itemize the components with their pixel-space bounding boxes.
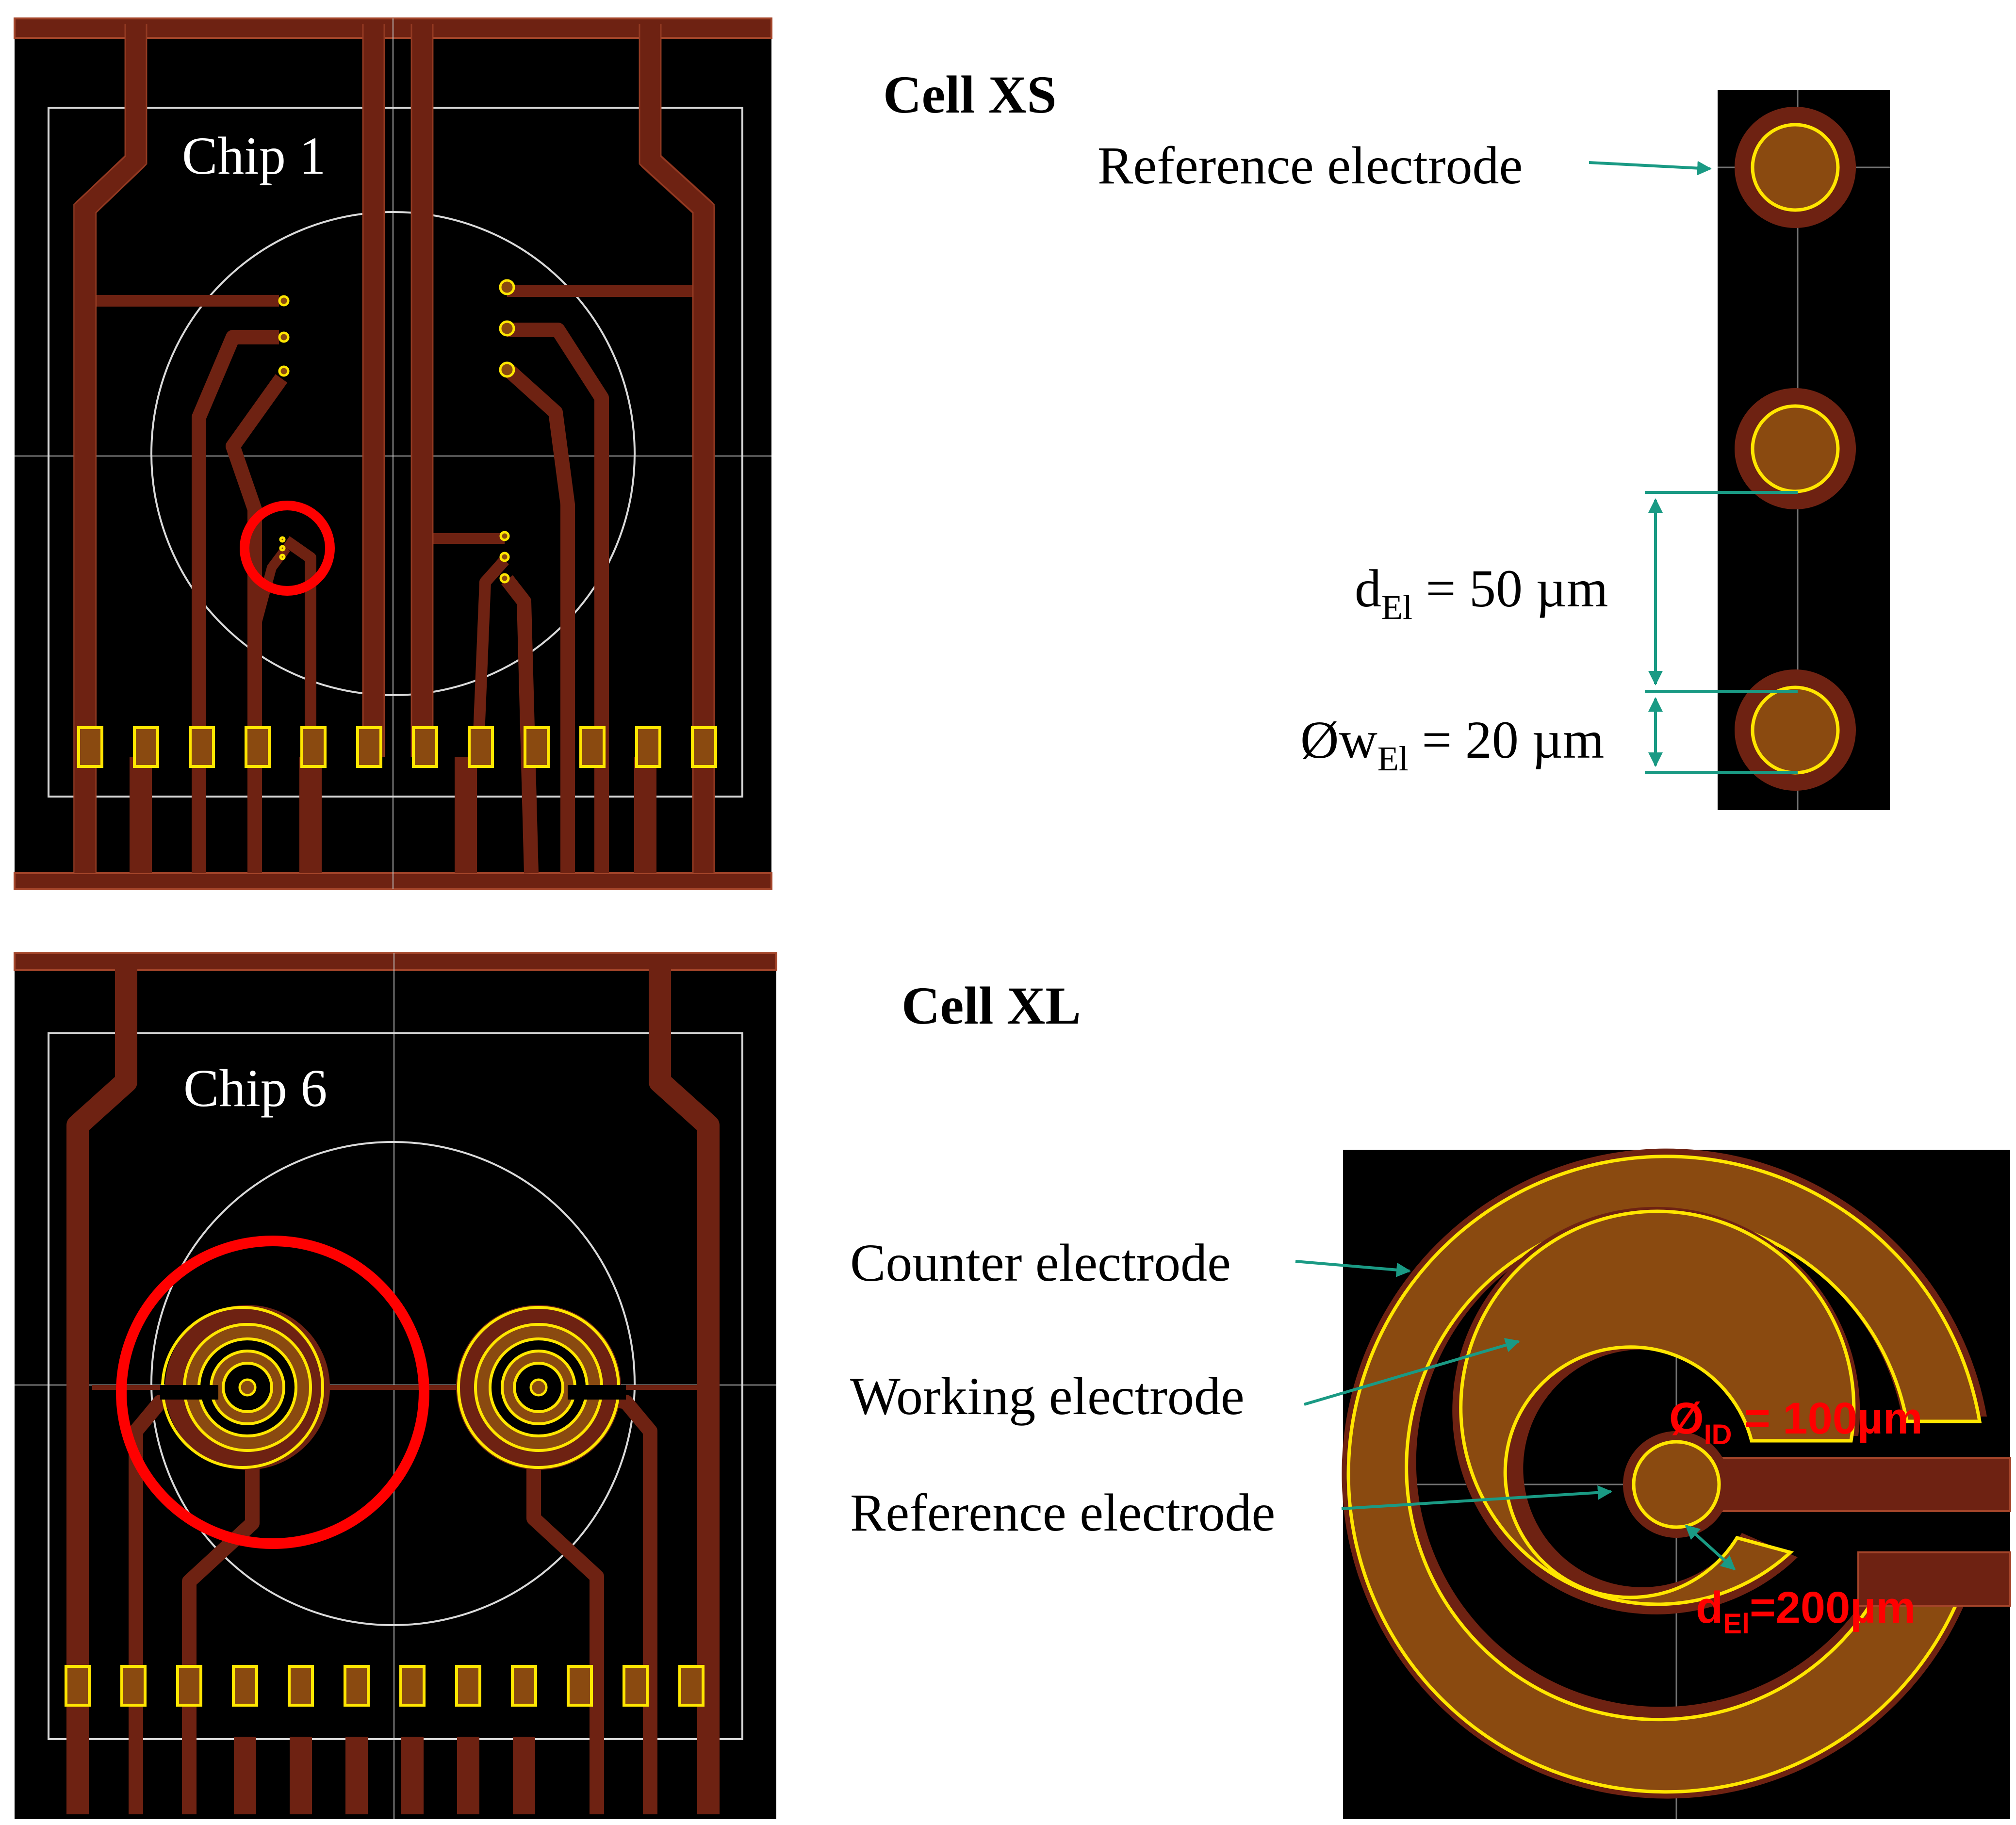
chip1-die-outline: [48, 107, 743, 798]
cell-xl-working-lead: [1857, 1551, 2011, 1607]
chip1-highlight-circle: [240, 501, 335, 596]
chip1-electrodes: [278, 279, 515, 584]
cell-xl-distance-label: dEl=200µm: [1696, 1583, 1916, 1640]
cell-xl-reference-label: Reference electrode: [850, 1483, 1275, 1542]
cell-xl-title: Cell XL: [901, 976, 1081, 1035]
chip6-bond-pads: [65, 1665, 705, 1707]
cell-xl-distance-arrow: [1685, 1524, 1736, 1571]
cell-xl-reference-lead: [1675, 1457, 2011, 1512]
cell-xs-reference-arrow: [1589, 161, 1712, 176]
cell-xl-inner-diameter-label: ØID = 100µm: [1669, 1394, 1923, 1450]
cell-xs-dimensions: [1645, 491, 1798, 774]
cell-xl-working-label: Working electrode: [850, 1367, 1245, 1426]
cell-xs-reference-label: Reference electrode: [1098, 136, 1523, 195]
cell-xl-reference-arrow: [1341, 1485, 1612, 1510]
chip6-electrode-right: [456, 1305, 626, 1470]
cell-xl-working-arrow: [1304, 1338, 1520, 1406]
cell-xs-diameter-label: ØwEl = 20 µm: [1300, 710, 1604, 778]
chip6-die-outline: [48, 1032, 743, 1740]
cell-xl-counter-label: Counter electrode: [850, 1233, 1231, 1292]
cell-xl-panel: Cell XL Counter electrode Working electr…: [850, 976, 2011, 1819]
cell-xs-panel: Cell XS Reference electrode dEl = 50 µm …: [883, 65, 1890, 810]
cell-xs-electrode-middle: [1735, 388, 1856, 509]
chip1-trace-edges: [73, 24, 715, 873]
chip1-label: Chip 1: [182, 126, 326, 185]
cell-xs-title: Cell XS: [883, 65, 1057, 124]
cell-xl-reference-electrode: [1623, 1431, 1730, 1538]
chip6-layout: Chip 6: [14, 952, 777, 1819]
cell-xl-counter-arrow: [1295, 1260, 1411, 1277]
cell-xl-working-electrode-fill: [1459, 1209, 1856, 1606]
chip1-bond-pads: [77, 726, 717, 768]
cell-xs-distance-label: dEl = 50 µm: [1355, 559, 1608, 627]
chip1-well-outline: [150, 211, 636, 696]
chip6-well-outline: [150, 1141, 636, 1626]
chip1-layout: Chip 1: [14, 17, 772, 890]
chip6-electrode-left: [160, 1305, 330, 1470]
chip6-label: Chip 6: [183, 1059, 327, 1118]
chip1-traces: [74, 24, 715, 874]
cell-xl-counter-electrode-fill: [1346, 1155, 1982, 1794]
cell-xs-electrode-top: [1735, 107, 1856, 228]
cell-xs-electrode-bottom: [1735, 669, 1856, 791]
chip6-highlight-circle: [116, 1236, 429, 1549]
